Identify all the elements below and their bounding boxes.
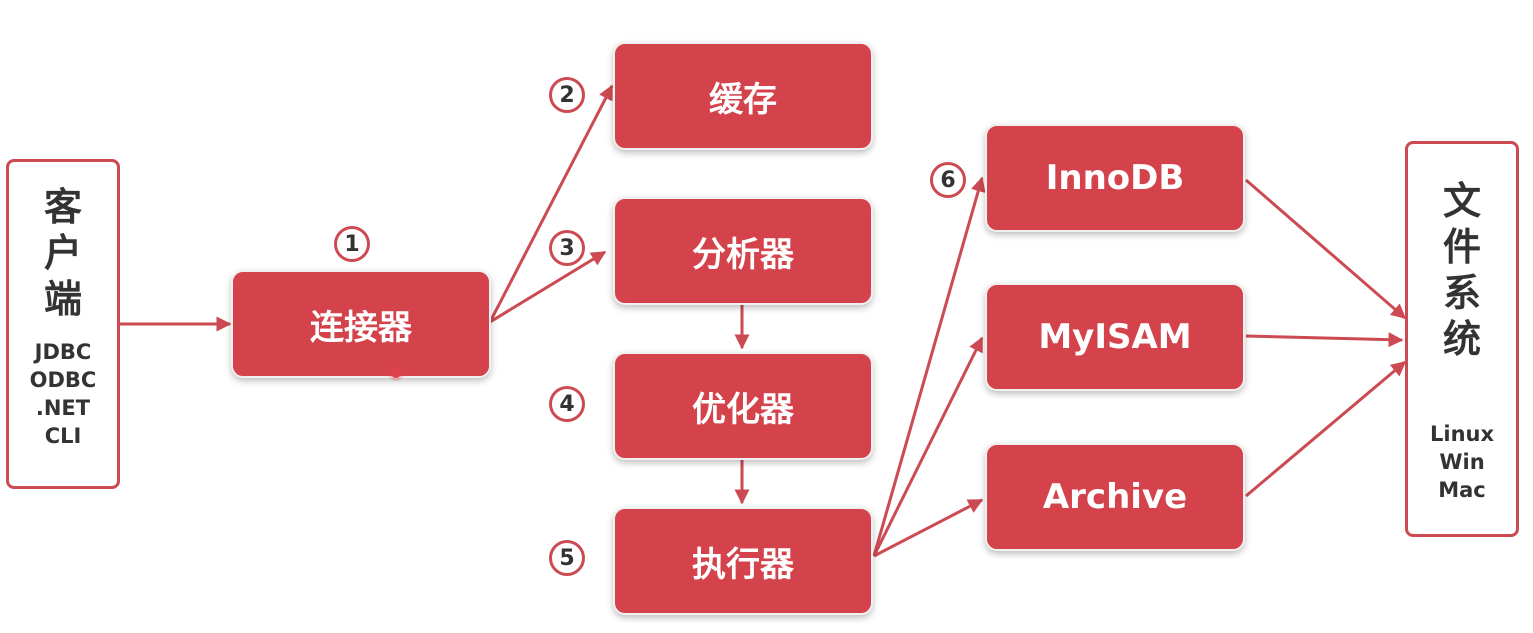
driver-net: .NET bbox=[35, 396, 91, 420]
step-2-badge: 2 bbox=[549, 77, 585, 113]
cache-node: 缓存 bbox=[613, 42, 873, 150]
driver-cli: CLI bbox=[44, 424, 82, 448]
os-mac: Mac bbox=[1438, 478, 1486, 502]
optimizer-node: 优化器 bbox=[613, 352, 873, 460]
arrow-executor-to-archive bbox=[873, 498, 984, 558]
step-4-badge: 4 bbox=[549, 386, 585, 422]
archive-node: Archive bbox=[985, 443, 1245, 551]
executor-node: 执行器 bbox=[613, 507, 873, 615]
arrow-myisam-to-fs bbox=[1245, 332, 1404, 348]
client-drivers: JDBC ODBC .NET CLI bbox=[9, 338, 117, 450]
step-6-badge: 6 bbox=[930, 162, 966, 198]
client-box: 客 户 端 JDBC ODBC .NET CLI bbox=[6, 159, 120, 489]
driver-jdbc: JDBC bbox=[34, 340, 92, 364]
connector-node: 连接器 bbox=[231, 270, 491, 378]
arrow-innodb-to-fs bbox=[1245, 178, 1407, 320]
step-1-badge: 1 bbox=[334, 226, 370, 262]
client-title: 客 户 端 bbox=[43, 185, 82, 321]
analyzer-node: 分析器 bbox=[613, 197, 873, 305]
os-linux: Linux bbox=[1429, 422, 1495, 446]
step-5-badge: 5 bbox=[549, 540, 585, 576]
myisam-node: MyISAM bbox=[985, 283, 1245, 391]
pointer-dot-icon bbox=[391, 368, 401, 378]
os-win: Win bbox=[1439, 450, 1485, 474]
arrow-executor-to-myisam bbox=[872, 336, 984, 557]
filesystem-os: Linux Win Mac bbox=[1408, 420, 1516, 504]
driver-odbc: ODBC bbox=[29, 368, 97, 392]
filesystem-title: 文 件 系 统 bbox=[1442, 179, 1481, 361]
arrow-connector-to-analyzer bbox=[489, 250, 607, 324]
arrow-executor-to-innodb bbox=[872, 176, 986, 557]
arrow-archive-to-fs bbox=[1245, 360, 1407, 498]
innodb-node: InnoDB bbox=[985, 124, 1245, 232]
step-3-badge: 3 bbox=[549, 230, 585, 266]
filesystem-box: 文 件 系 统 Linux Win Mac bbox=[1405, 141, 1519, 537]
arrow-connector-to-cache bbox=[488, 84, 614, 323]
